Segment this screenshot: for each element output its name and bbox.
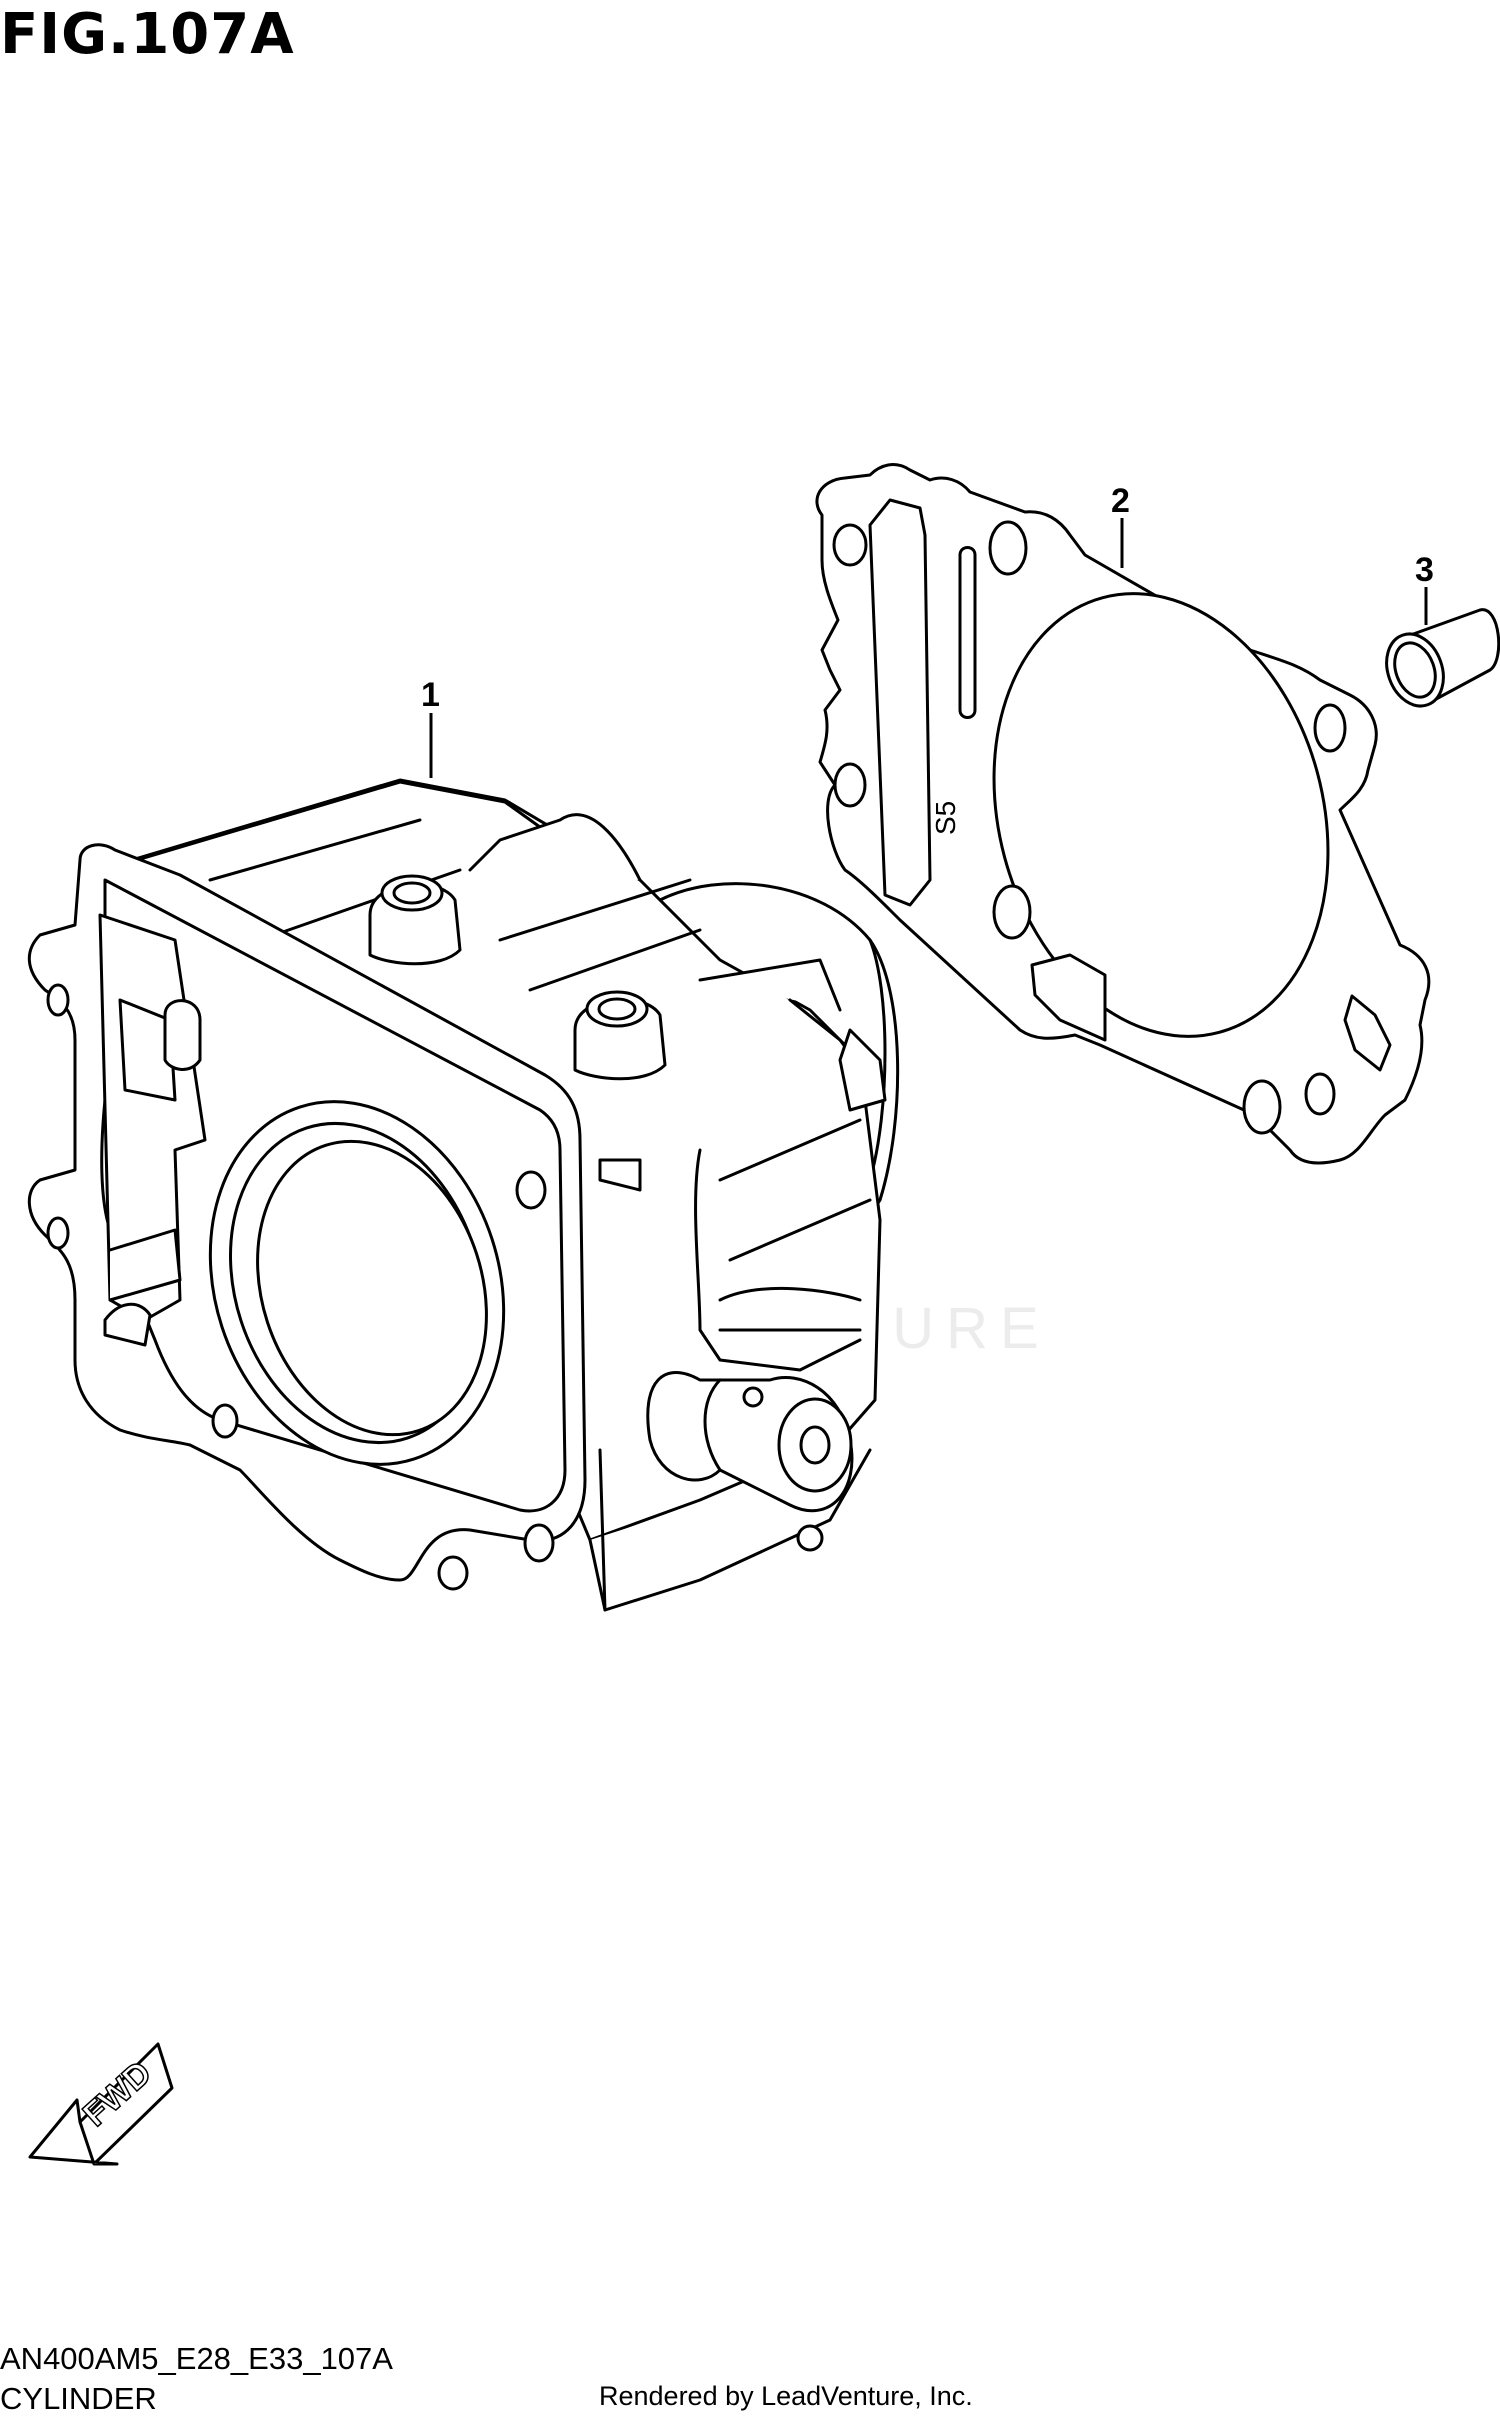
figure-title: FIG.107A <box>0 2 295 67</box>
callout-1: 1 <box>421 676 440 778</box>
callout-number-2: 2 <box>1111 482 1130 520</box>
render-credit: Rendered by LeadVenture, Inc. <box>599 2381 973 2411</box>
callout-number-1: 1 <box>421 676 440 714</box>
section-name: CYLINDER <box>0 2381 157 2416</box>
fwd-arrow-icon: FWD <box>28 2042 174 2166</box>
callout-number-3: 3 <box>1415 551 1434 589</box>
gasket-part[interactable]: S5 <box>815 463 1431 1165</box>
dowel-pin-part[interactable] <box>1377 608 1500 714</box>
gasket-marking: S5 <box>930 801 961 835</box>
cylinder-part[interactable] <box>27 778 900 1612</box>
callout-3: 3 <box>1415 551 1434 625</box>
diagram-code: AN400AM5_E28_E33_107A <box>0 2341 393 2376</box>
callout-2: 2 <box>1111 482 1130 568</box>
